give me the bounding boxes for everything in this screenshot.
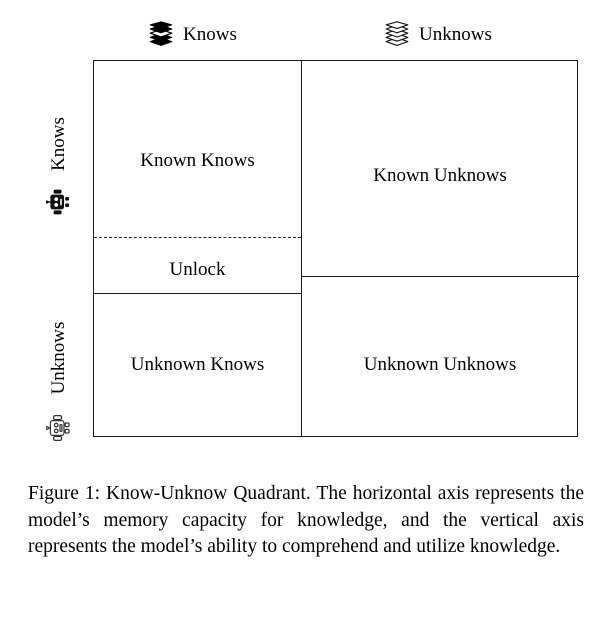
row-header-knows-label: Knows [47,117,69,171]
cell-unknown-knows: Unknown Knows [130,354,265,375]
cell-known-knows: Known Knows [140,150,255,171]
divider-right-horizontal [301,276,579,277]
robot-outline-icon [43,414,73,442]
column-header-knows-label: Knows [183,23,237,45]
row-header-unknows-label: Unknows [47,321,69,395]
cell-unlock: Unlock [169,259,226,280]
divider-vertical [301,61,302,436]
row-header-knows: Knows [43,108,73,215]
cell-unknown-unknows: Unknown Unknows [363,354,517,375]
column-header-unknows: Unknows [384,21,492,48]
quadrant-grid: Known Knows Unlock Known Unknows Unknown… [93,60,579,437]
book-stack-solid-icon [148,21,174,48]
divider-dashed-unlock [94,237,301,238]
column-header-unknows-label: Unknows [419,23,492,45]
figure-caption: Figure 1: Know-Unknow Quadrant. The hori… [28,483,584,557]
row-header-unknows: Unknows [43,310,73,442]
book-stack-outline-icon [384,21,410,48]
robot-solid-icon [43,189,73,215]
cell-known-unknows: Known Unknows [373,165,507,186]
divider-left-horizontal [94,293,301,294]
figure-know-unknow-quadrant: Knows Unknows Knows [43,21,579,442]
column-header-knows: Knows [148,21,237,48]
